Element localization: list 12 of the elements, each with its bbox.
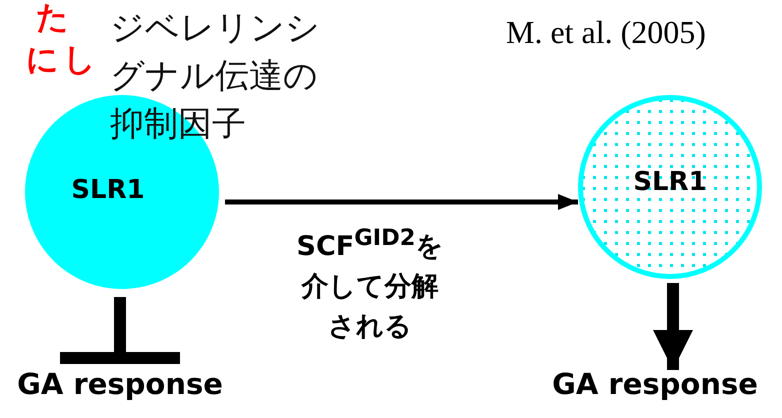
inhibition-line [60,297,180,364]
edge-label: SCF$^{GID2}$を介して分解される [296,224,444,344]
protein-circle [578,95,762,279]
cut-off-text: た [36,0,73,38]
arrow [653,283,693,370]
protein-label: SLR1 [71,175,145,205]
response-label: GA response [552,367,758,401]
arrow [225,194,578,210]
response-label: GA response [17,367,223,401]
cut-off-text: にし [26,39,100,80]
protein-label: SLR1 [633,167,707,197]
citation-text: M. et al. (2005) [506,14,706,51]
